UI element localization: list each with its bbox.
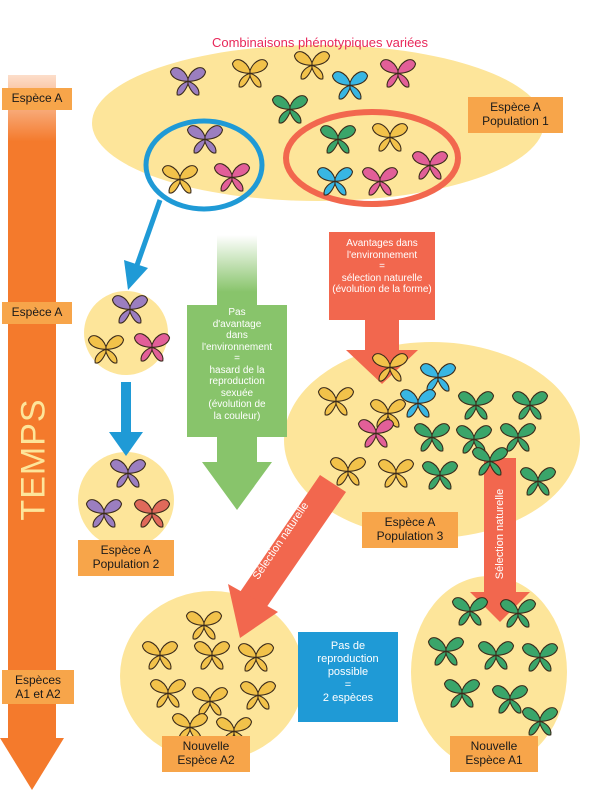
no-reproduction-note: Pas de reproduction possible = 2 espèces bbox=[317, 640, 379, 704]
timeline-marker-top: Espèce A bbox=[2, 88, 72, 110]
population-1-label: Espèce A Population 1 bbox=[468, 97, 563, 133]
advantage-note: Avantages dans l'environnement = sélecti… bbox=[332, 238, 432, 295]
timeline-marker-mid: Espèce A bbox=[2, 302, 72, 324]
no-reproduction-box bbox=[298, 632, 398, 722]
new-species-a1-label: Nouvelle Espèce A1 bbox=[450, 736, 538, 772]
blue-selection-ring bbox=[143, 118, 265, 212]
red-arrow-down bbox=[329, 232, 435, 384]
selection-right-label: Sélection naturelle bbox=[494, 488, 506, 580]
blue-arrow-2 bbox=[109, 382, 143, 456]
title: Combinaisons phénotypiques variées bbox=[211, 35, 429, 50]
red-selection-ring bbox=[283, 109, 461, 207]
species-a2-blob bbox=[120, 591, 304, 761]
population-3-label: Espèce A Population 3 bbox=[362, 512, 458, 548]
timeline-marker-bottom: Espèces A1 et A2 bbox=[2, 670, 74, 704]
no-advantage-note: Pas d'avantage dans l'environnement = ha… bbox=[187, 305, 287, 437]
time-arrow bbox=[0, 75, 64, 790]
new-species-a2-label: Nouvelle Espèce A2 bbox=[162, 736, 250, 772]
time-label: TEMPS bbox=[14, 398, 53, 521]
population-2-label: Espèce A Population 2 bbox=[78, 540, 174, 576]
blue-arrow-1 bbox=[124, 199, 163, 290]
population-2-blob bbox=[78, 452, 174, 548]
red-arrow-diagonal bbox=[228, 475, 346, 638]
